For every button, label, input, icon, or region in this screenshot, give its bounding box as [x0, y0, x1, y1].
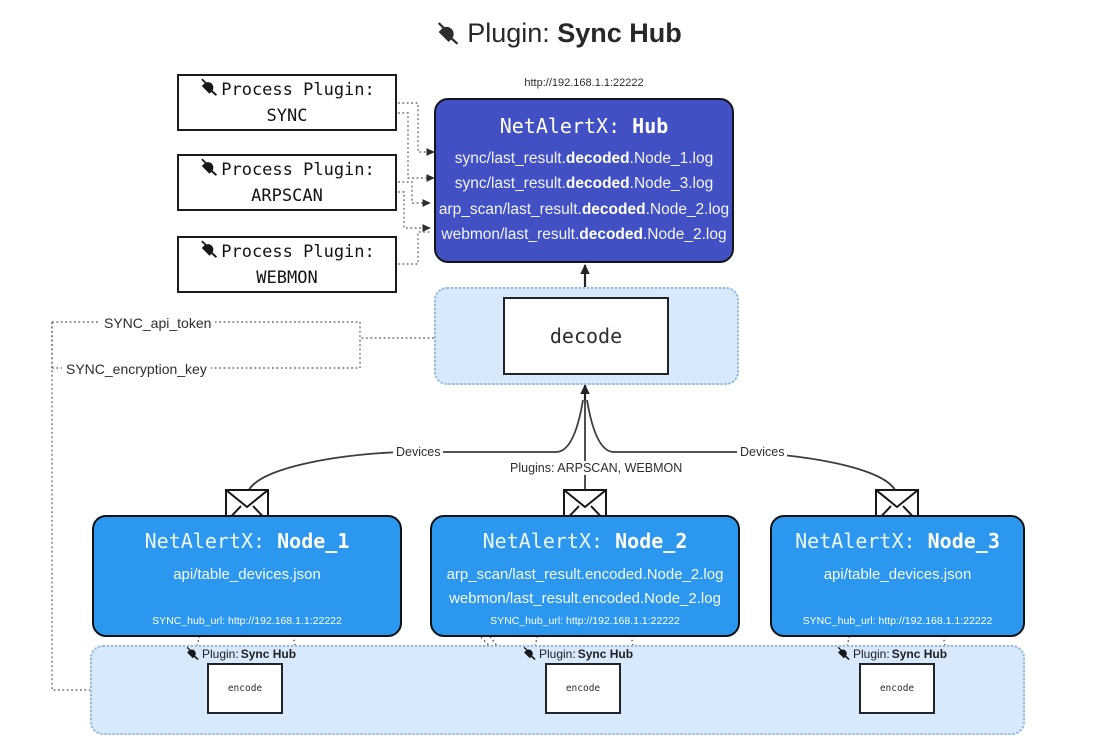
sync-api-token-label: SYNC_api_token [100, 315, 216, 331]
encode-plugin-caption: Plugin: Sync Hub [836, 645, 947, 663]
process-plugin-webmon-box[interactable]: Process Plugin: WEBMON [177, 236, 397, 293]
hub-log-line: sync/last_result.decoded.Node_3.log [454, 175, 714, 193]
encode-box[interactable]: encode [859, 663, 935, 714]
page-title: Plugin: Sync Hub [0, 18, 1117, 52]
process-plugin-label: Process Plugin: [221, 159, 375, 180]
caption-prefix: Plugin: [202, 647, 239, 661]
node-2-box[interactable]: NetAlertX: Node_2 arp_scan/last_result.e… [430, 515, 740, 637]
node-resource-line: api/table_devices.json [173, 566, 321, 583]
process-plugin-name: WEBMON [256, 268, 318, 288]
process-plugin-name: ARPSCAN [251, 186, 323, 206]
node-resource-line: arp_scan/last_result.encoded.Node_2.log [446, 566, 724, 583]
node-title: NetAlertX: Node_3 [795, 529, 1000, 553]
hub-log-line: arp_scan/last_result.decoded.Node_2.log [438, 200, 730, 218]
node-hub-url-footer: SYNC_hub_url: http://192.168.1.1:22222 [490, 615, 680, 627]
plug-icon [836, 645, 851, 663]
caption-prefix: Plugin: [539, 647, 576, 661]
process-plugin-name: SYNC [266, 106, 308, 126]
encode-box[interactable]: encode [545, 663, 621, 714]
node-title: NetAlertX: Node_1 [144, 529, 350, 553]
node-hub-url-footer: SYNC_hub_url: http://192.168.1.1:22222 [802, 615, 993, 627]
sync-encryption-key-label: SYNC_encryption_key [62, 361, 211, 377]
node-1-box[interactable]: NetAlertX: Node_1 api/table_devices.json… [92, 515, 402, 637]
decode-box[interactable]: decode [503, 297, 669, 375]
node-resource-line: api/table_devices.json [823, 566, 972, 583]
node-title: NetAlertX: Node_2 [482, 529, 688, 553]
hub-url-label: http://192.168.1.1:22222 [524, 77, 644, 89]
hub-title: NetAlertX: Hub [499, 114, 669, 138]
hub-log-line: sync/last_result.decoded.Node_1.log [454, 150, 714, 167]
process-plugin-arpscan-box[interactable]: Process Plugin: ARPSCAN [177, 154, 397, 211]
edge-label-plugins-middle: Plugins: ARPSCAN, WEBMON [507, 461, 686, 475]
edge-label-devices-left: Devices [393, 445, 444, 459]
caption-name: Sync Hub [891, 647, 948, 661]
encode-plugin-caption: Plugin: Sync Hub [522, 645, 633, 663]
encode-box[interactable]: encode [207, 663, 283, 714]
process-plugin-label: Process Plugin: [221, 79, 375, 100]
plug-icon [199, 156, 219, 184]
edge-label-devices-right: Devices [737, 445, 788, 459]
caption-name: Sync Hub [577, 647, 634, 661]
node-3-box[interactable]: NetAlertX: Node_3 api/table_devices.json… [770, 515, 1025, 637]
title-plugin-name: Sync Hub [557, 18, 682, 48]
plug-icon [435, 19, 461, 52]
process-plugin-sync-box[interactable]: Process Plugin: SYNC [177, 74, 397, 131]
title-prefix: Plugin: [467, 18, 550, 48]
plug-icon [199, 76, 219, 104]
caption-name: Sync Hub [240, 647, 297, 661]
hub-log-line: webmon/last_result.decoded.Node_2.log [441, 226, 727, 244]
hub-node[interactable]: NetAlertX: Hub sync/last_result.decoded.… [434, 98, 734, 263]
node-resource-line: webmon/last_result.encoded.Node_2.log [449, 590, 721, 608]
encode-plugin-caption: Plugin: Sync Hub [185, 645, 296, 663]
node-hub-url-footer: SYNC_hub_url: http://192.168.1.1:22222 [152, 615, 342, 627]
process-plugin-label: Process Plugin: [221, 241, 375, 262]
plug-icon [199, 238, 219, 266]
plug-icon [185, 645, 200, 663]
caption-prefix: Plugin: [853, 647, 890, 661]
plug-icon [522, 645, 537, 663]
